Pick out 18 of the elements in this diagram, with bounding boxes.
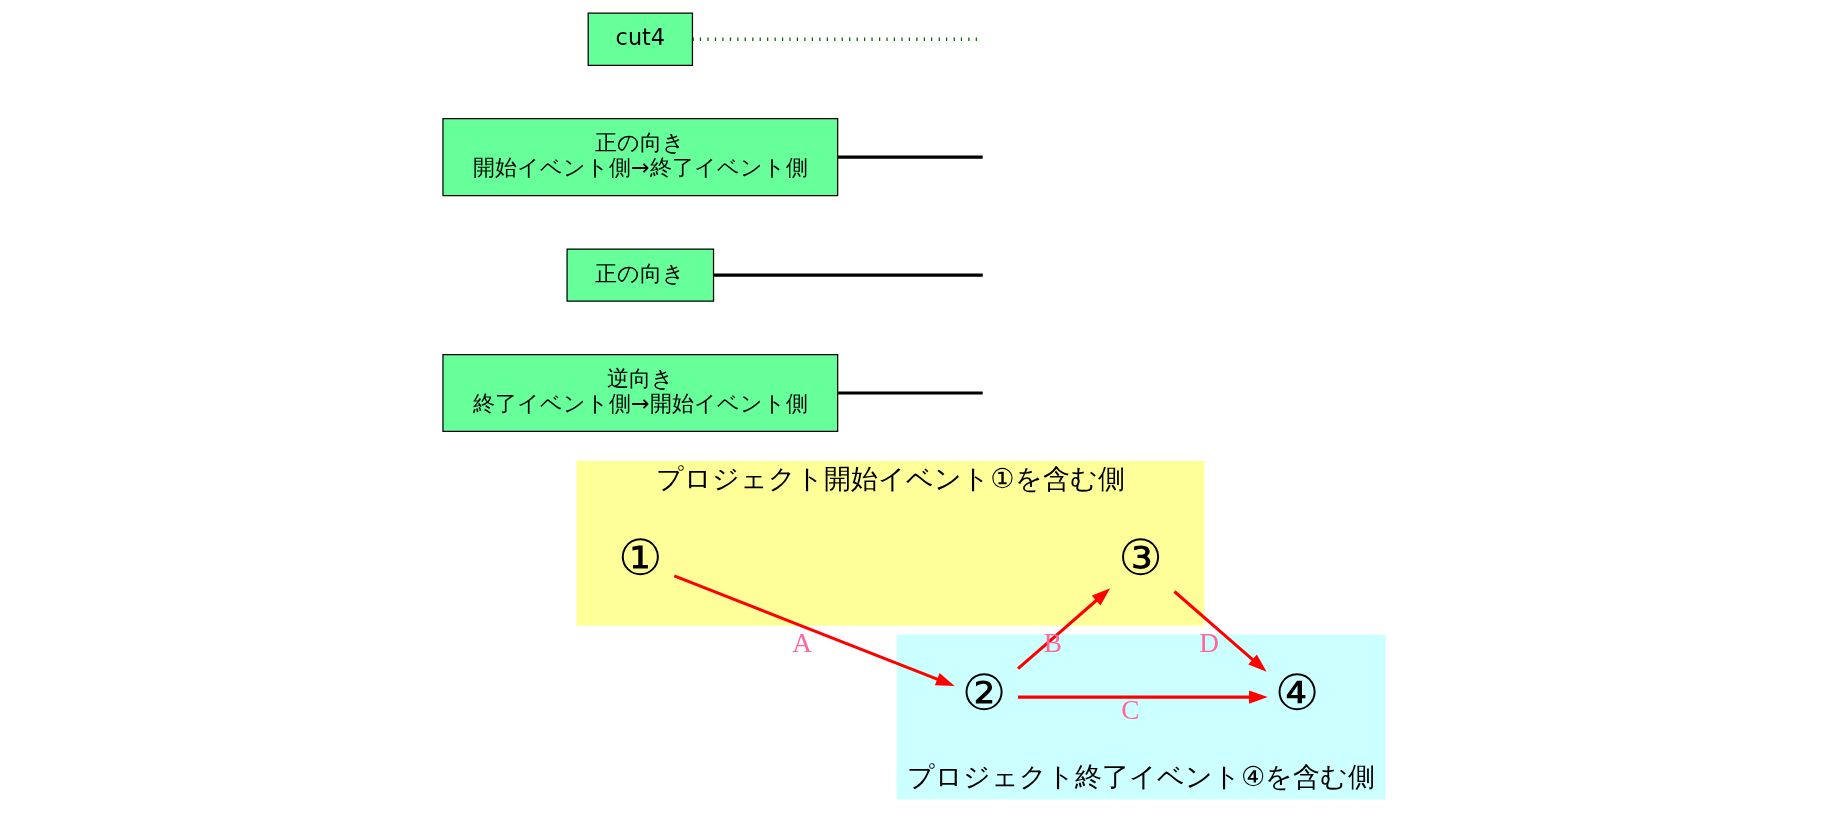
node-box: 正の向き 開始イベント側→終了イベント側	[441, 118, 838, 197]
edge-label: C	[1120, 694, 1140, 725]
arrow	[1016, 588, 1110, 670]
node-box: 正の向き	[565, 248, 714, 302]
node-box: 逆向き 終了イベント側→開始イベント側	[441, 353, 838, 433]
node-box: cut4	[587, 12, 693, 66]
edge-label: D	[1198, 628, 1219, 659]
arrow	[1017, 690, 1268, 704]
connector	[837, 155, 983, 159]
arrow	[673, 574, 955, 686]
node-text: ②	[961, 663, 1006, 722]
node-text: ④	[1274, 663, 1319, 722]
connector	[837, 391, 983, 395]
node-text: ①	[617, 529, 663, 588]
arrow	[1172, 590, 1267, 672]
node-text: ③	[1117, 529, 1163, 588]
edge-label: A	[791, 627, 812, 658]
connector	[713, 273, 983, 277]
